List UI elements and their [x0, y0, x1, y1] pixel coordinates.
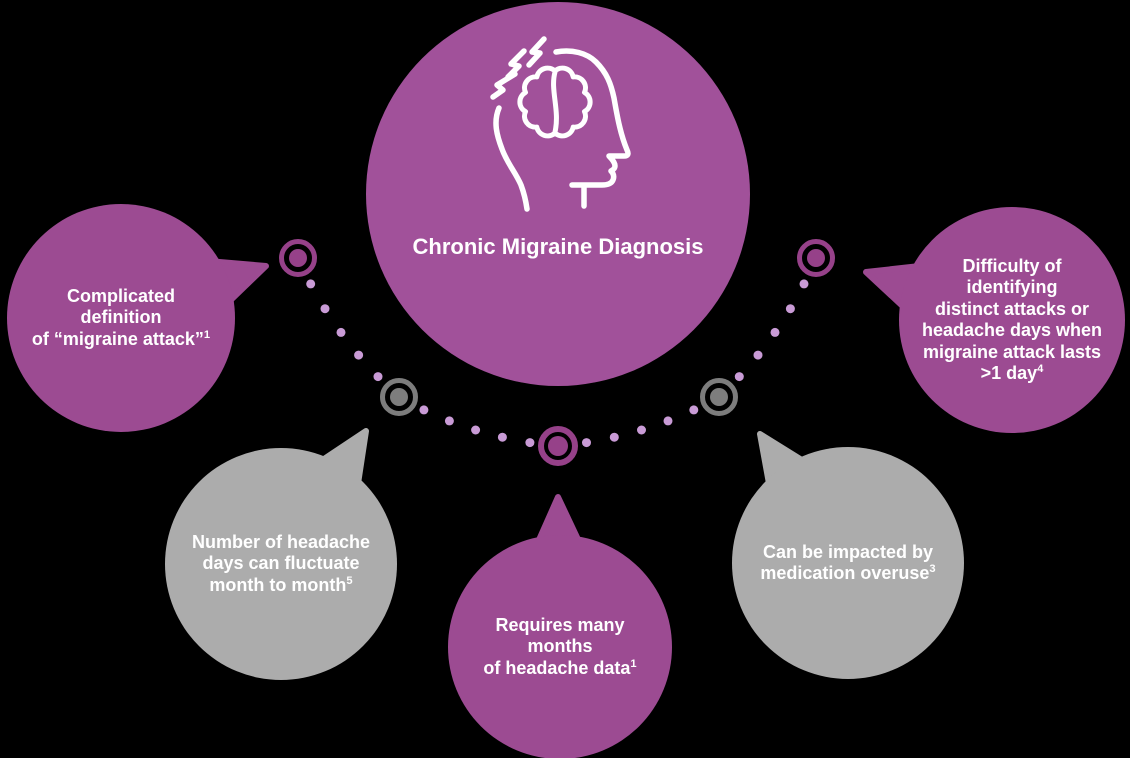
arc-dot [419, 405, 429, 415]
arc-dot [320, 304, 330, 314]
arc-dot [444, 416, 454, 426]
arc-marker-core [710, 388, 728, 406]
bubble-text-line: of headache data1 [483, 657, 637, 678]
arc-dot [582, 438, 591, 448]
bubble-text-line: days can fluctuate [202, 553, 360, 574]
title-line: Chronic Migraine [412, 234, 593, 259]
head-profile-with-brain-and-lightning-icon [490, 36, 631, 212]
lightning-bolt-icon [526, 36, 547, 68]
bubble-text: Difficulty of identifying distinct attac… [916, 256, 1108, 385]
footnote-ref: 5 [346, 574, 353, 587]
bubble-text-line: Difficulty of identifying [962, 255, 1062, 298]
arc-dot [689, 405, 699, 415]
brain-fissure [551, 69, 559, 135]
bubble-text-line: month to month5 [209, 574, 353, 595]
arc-dot [785, 304, 795, 314]
bubble-text-line: Requires many months [495, 614, 625, 657]
arc-dot [663, 416, 673, 426]
footnote-ref: 3 [929, 563, 936, 575]
bubble-text: Requires many months of headache data1 [465, 615, 655, 680]
bubble-requires-months-data: Requires many months of headache data1 [448, 535, 672, 758]
bubble-text-line: headache days when [921, 320, 1103, 340]
center-circle-chronic-migraine-diagnosis: Chronic Migraine Diagnosis [366, 2, 750, 386]
bubble-complicated-definition: Complicated definition of “migraine atta… [7, 204, 235, 432]
arc-dot [637, 425, 646, 435]
head-outline [553, 48, 631, 188]
head-outline-left [493, 105, 530, 212]
arc-marker-bottom-purple [538, 426, 578, 466]
arc-marker-right-gray [700, 378, 738, 416]
arc-marker-core [807, 249, 825, 267]
arc-marker-right-purple [797, 239, 835, 277]
arc-marker-core [548, 436, 568, 456]
bubble-medication-overuse: Can be impacted by medication overuse3 [732, 447, 964, 679]
arc-marker-core [289, 249, 307, 267]
arc-dot [770, 327, 780, 337]
footnote-ref: 1 [203, 328, 211, 341]
bubble-difficulty-identifying-attacks: Difficulty of identifying distinct attac… [899, 207, 1125, 433]
arc-dots [306, 279, 809, 448]
bubble-headache-days-fluctuate: Number of headache days can fluctuate mo… [165, 448, 397, 680]
arc-dot [525, 438, 535, 448]
bubble-text: Complicated definition of “migraine atta… [24, 286, 218, 351]
arc-dot [753, 350, 763, 360]
arc-dot [306, 279, 316, 289]
arc-marker-core [390, 388, 408, 406]
bubble-text-line: medication overuse3 [760, 563, 936, 583]
bubble-text-line: migraine attack lasts [922, 341, 1102, 362]
bubble-text: Can be impacted by medication overuse3 [749, 542, 946, 585]
bubble-text-line: Complicated definition [66, 285, 175, 328]
arc-dot [471, 425, 481, 435]
bubble-text-line: Number of headache [191, 531, 371, 552]
arc-dot [354, 350, 364, 360]
arc-dot [609, 432, 619, 442]
arc-dot [734, 372, 744, 382]
page-title: Chronic Migraine Diagnosis [366, 232, 750, 261]
title-line: Diagnosis [598, 234, 704, 259]
footnote-ref: 1 [630, 657, 637, 670]
bubble-text-line: distinct attacks or [934, 298, 1090, 319]
arc-dot [799, 279, 809, 289]
bubble-text-line: >1 day4 [980, 363, 1044, 383]
footnote-ref: 4 [1037, 363, 1044, 375]
arc-dot [336, 327, 346, 337]
arc-dot [497, 432, 507, 442]
lightning-bolt-icon [505, 48, 527, 80]
arc-dot [373, 372, 383, 382]
lightning-bolt-icon [490, 71, 518, 100]
bubble-text-line: Can be impacted by [762, 541, 934, 562]
bubble-text: Number of headache days can fluctuate mo… [182, 532, 379, 597]
bubble-text-line: of “migraine attack”1 [31, 328, 211, 349]
arc-marker-left-purple [279, 239, 317, 277]
arc-marker-left-gray [380, 378, 418, 416]
